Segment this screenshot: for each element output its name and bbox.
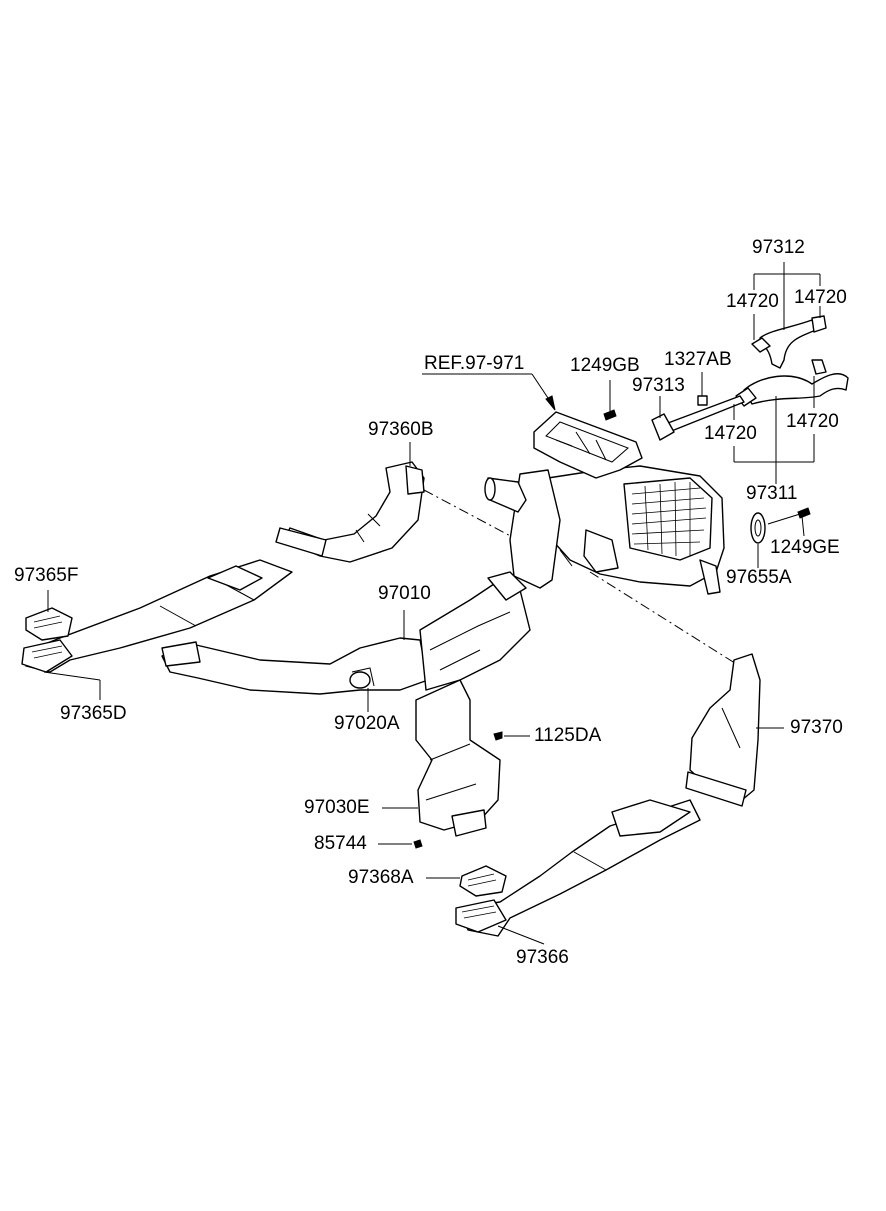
label-1125da: 1125DA [534,725,602,746]
label-14720-upper-right: 14720 [794,287,847,308]
label-1249ge: 1249GE [770,537,840,558]
clip-1327ab [697,395,708,406]
label-97360b: 97360B [368,419,434,440]
label-97655a: 97655A [726,567,792,588]
label-1249gb: 1249GB [570,355,640,376]
grommet-97655a [750,512,766,544]
label-97365f: 97365F [14,565,79,586]
label-97020a: 97020A [334,713,400,734]
screw-1125da [493,731,503,741]
label-14720-lower-right: 14720 [786,411,839,432]
duct-97366 [455,799,701,937]
label-14720-upper-left: 14720 [726,291,779,312]
screw-1249gb [603,380,617,421]
heater-unit-assembly [484,411,725,595]
nut-85744 [413,839,423,849]
label-97370: 97370 [790,717,843,738]
centerline-97360b [423,489,519,541]
label-85744: 85744 [314,833,367,854]
duct-97030e [415,679,501,837]
heater-hose-lower [735,359,849,407]
connector-97020a [349,667,375,689]
label-97366: 97366 [516,947,569,968]
leader-lines [43,262,821,945]
duct-97360b [275,461,425,563]
label-14720-lower-left: 14720 [704,423,757,444]
label-97311: 97311 [746,483,798,504]
label-97368a: 97368A [348,867,414,888]
heater-hose-upper [751,315,827,369]
label-ref-97-971: REF.97-971 [424,353,525,374]
label-97010: 97010 [378,583,431,604]
label-97365d: 97365D [60,703,127,724]
centerline-97370 [589,571,739,666]
vent-97365f [25,607,73,641]
label-97030e: 97030E [304,797,370,818]
vent-97368a [459,865,507,897]
label-97313: 97313 [632,375,685,396]
label-97312: 97312 [752,237,805,258]
heater-pipe [651,395,745,441]
label-1327ab: 1327AB [664,349,732,370]
duct-97370 [685,653,761,807]
screw-1249ge [797,507,811,519]
duct-97365d [21,559,293,673]
